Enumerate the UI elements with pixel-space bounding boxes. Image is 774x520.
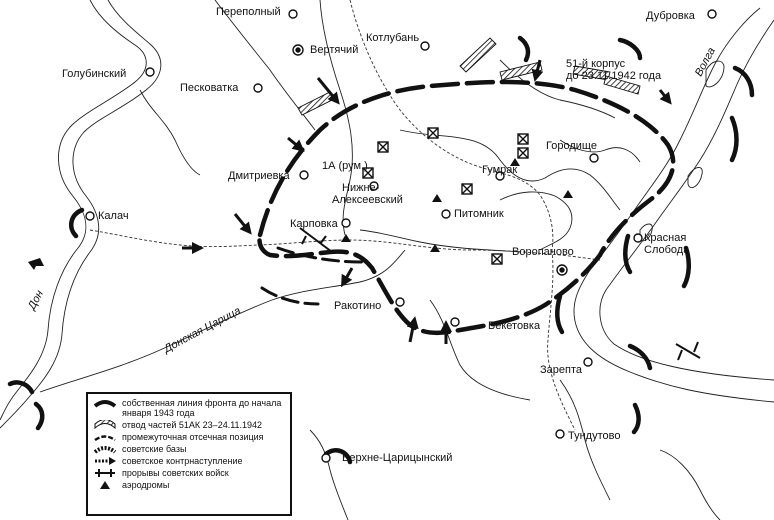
label-verkhne-tsaritsynsky: Верхне-Царицынский [342, 452, 453, 464]
map-legend: собственная линия фронта до начала январ… [86, 392, 292, 516]
legend-item-soviet-bases: советские базы [93, 444, 285, 454]
soviet-breakthrough-markers [299, 227, 701, 361]
legend-label: советские базы [122, 444, 187, 454]
legend-item-own-front-line: собственная линия фронта до начала январ… [93, 398, 285, 418]
label-gorodische: Городище [546, 140, 597, 152]
legend-item-intermediate-position: промежуточная отсечная позиция [93, 432, 285, 442]
label-beketovka: Бекетовка [488, 320, 541, 332]
legend-label: собственная линия фронта до начала январ… [122, 398, 282, 418]
airfield-icon [510, 158, 520, 166]
airfield-icon [563, 190, 573, 198]
soviet-counteroffensive-arrows [182, 59, 672, 344]
legend-label: советское контрнаступление [122, 456, 243, 466]
label-rakotino: Ракотино [334, 300, 382, 312]
legend-item-withdrawal: отвод частей 51АК 23–24.11.1942 [93, 420, 285, 430]
label-golubinsky: Голубинский [62, 68, 127, 80]
depot-markers [362, 127, 529, 265]
label-dubrovka: Дубровка [646, 10, 695, 22]
railway [89, 0, 601, 431]
label-kalach: Калач [98, 210, 129, 222]
label-vertyachy: Вертячий [310, 44, 359, 56]
label-dmitrievka: Дмитриевка [228, 170, 290, 182]
settlement-markers [85, 9, 717, 463]
withdrawal-51ak-segments [297, 37, 641, 116]
don-river [0, 0, 147, 421]
airfield-legend-icon [93, 480, 117, 490]
label-corps51: 51-й корпус [566, 58, 626, 70]
label-kotluban: Котлубань [366, 32, 420, 44]
legend-label: прорывы советских войск [122, 468, 229, 478]
legend-item-airfields: аэродромы [93, 480, 285, 490]
intermediate-position-icon [93, 432, 117, 442]
legend-label: аэродромы [122, 480, 170, 490]
label-1a-rum: 1А (рум.) [322, 160, 368, 172]
label-sarepta: Зарепта [540, 364, 582, 376]
legend-item-soviet-breakthroughs: прорывы советских войск [93, 468, 285, 478]
label-pitomnik: Питомник [454, 208, 504, 220]
soviet-breakthroughs-icon [93, 468, 117, 478]
own-front-line-icon [93, 398, 117, 408]
label-krasnaya: Красная [644, 232, 687, 244]
legend-item-soviet-counteroffensive: советское контрнаступление [93, 456, 285, 466]
soviet-front-segments [7, 35, 755, 465]
volga-river-west-bank [573, 7, 774, 403]
pocket-front-line [257, 79, 676, 336]
soviet-bases-icon [93, 444, 117, 454]
legend-label: отвод частей 51АК 23–24.11.1942 [122, 420, 263, 430]
label-sloboda: Слобода [644, 244, 690, 256]
withdrawal-51ak-icon [93, 420, 117, 430]
label-corps51-date: до 23.11.1942 года [566, 70, 662, 82]
airfield-icon [430, 244, 440, 252]
label-tundutovo: Тундутово [568, 430, 621, 442]
label-nizhne-1: Нижне- [342, 182, 380, 194]
label-gumrak: Гумрак [482, 164, 518, 176]
legend-label: промежуточная отсечная позиция [122, 432, 264, 442]
soviet-counteroffensive-icon [93, 456, 117, 466]
airfield-icon [432, 194, 442, 202]
label-karpovka: Карповка [290, 218, 338, 230]
label-perepolny: Переполный [216, 6, 281, 18]
donskaya-tsaritsa-river [39, 249, 406, 393]
label-voropanovo: Воропаново [512, 246, 574, 258]
label-nizhne-2: Алексеевский [332, 194, 403, 206]
label-peskovatka: Песковатка [180, 82, 239, 94]
intermediate-position-line [260, 246, 364, 306]
airfield-icon [341, 234, 351, 242]
